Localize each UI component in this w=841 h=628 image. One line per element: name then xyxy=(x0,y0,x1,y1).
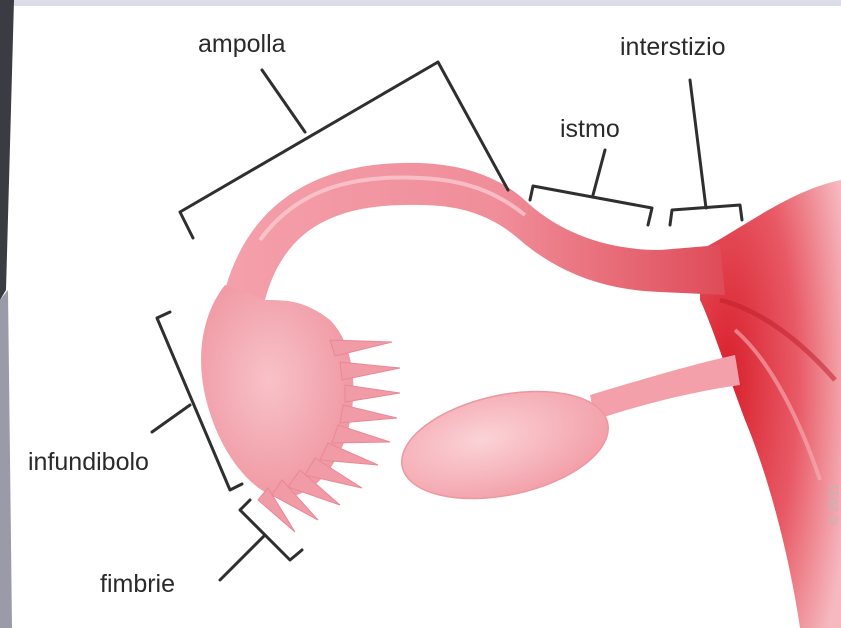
infundibulum xyxy=(201,285,353,497)
interstizio-leader xyxy=(690,80,706,208)
infundibolo-leader xyxy=(152,405,190,432)
label-fimbrie: fimbrie xyxy=(100,570,175,598)
fimbrie-leader xyxy=(220,535,265,580)
copyright-watermark: © 2011 xyxy=(826,484,841,525)
istmo-leader xyxy=(593,150,605,195)
left-frame-strip xyxy=(0,0,14,300)
label-interstizio: interstizio xyxy=(620,33,726,61)
label-ampolla: ampolla xyxy=(198,30,286,58)
ampolla-leader xyxy=(262,70,305,132)
fallopian-tube xyxy=(225,163,725,300)
ovarian-ligament xyxy=(590,355,740,420)
ovary xyxy=(392,374,618,515)
uterus-shape xyxy=(700,180,841,628)
top-frame-strip xyxy=(0,0,841,6)
label-infundibolo: infundibolo xyxy=(28,448,149,476)
label-istmo: istmo xyxy=(560,115,620,143)
left-frame-lower-strip xyxy=(0,290,12,628)
